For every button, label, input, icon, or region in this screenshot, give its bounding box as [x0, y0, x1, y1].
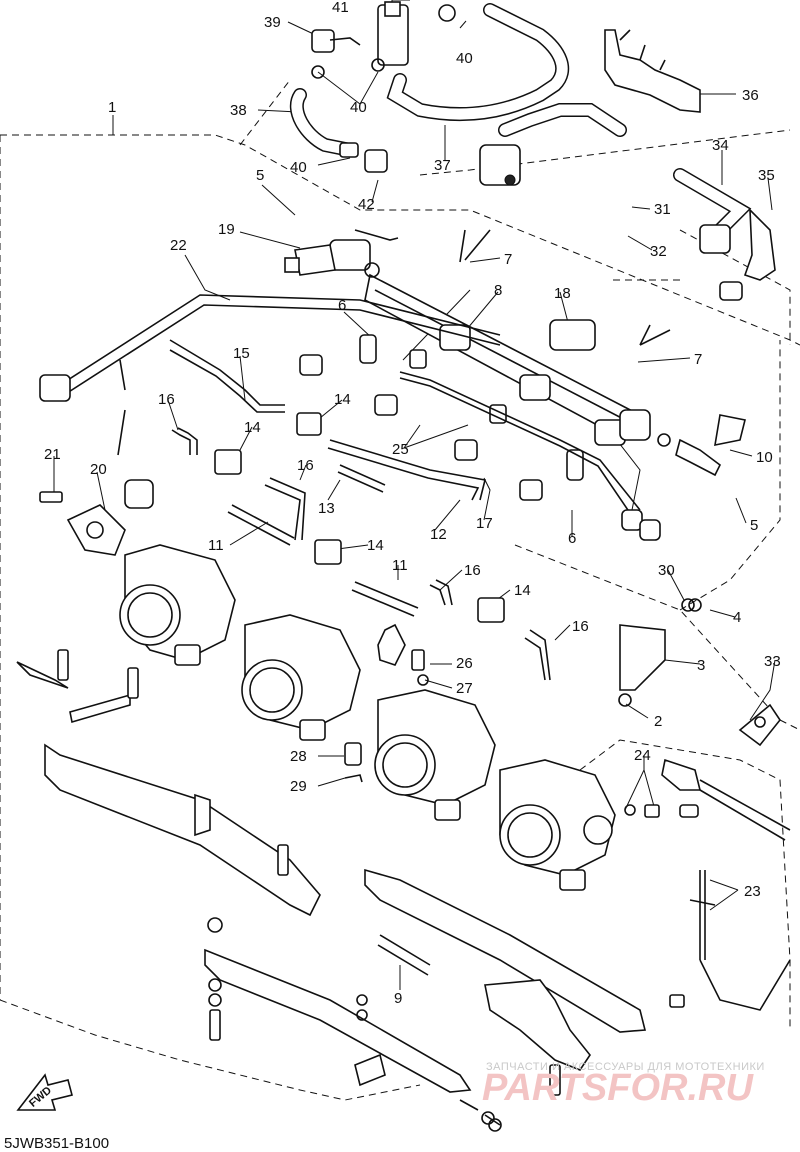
callout: 22 — [170, 237, 187, 254]
callout: 37 — [434, 157, 451, 174]
hose-bracket — [604, 29, 701, 113]
fuel-hose-34 — [673, 168, 776, 301]
callout: 25 — [392, 441, 409, 458]
assembly-boundary — [0, 79, 800, 1101]
callout: 7 — [694, 351, 702, 368]
callout: 7 — [504, 251, 512, 268]
callout: 6 — [568, 530, 576, 547]
callout: 16 — [464, 562, 481, 579]
callout: 11 — [208, 537, 224, 554]
callout: 14 — [367, 537, 384, 554]
callout: 4 — [733, 609, 741, 626]
callout: 39 — [264, 14, 281, 31]
callout: 11 — [392, 557, 408, 574]
leader-lines — [53, 0, 776, 990]
callout: 31 — [654, 201, 671, 218]
callout: 26 — [456, 655, 473, 672]
callout: 8 — [494, 282, 502, 299]
callout: 35 — [758, 167, 775, 184]
callout: 27 — [456, 680, 473, 697]
callout: 5 — [750, 517, 758, 534]
fwd-arrow-icon: FWD — [16, 1073, 73, 1111]
injectors — [117, 349, 661, 541]
small-parts — [344, 598, 791, 1011]
callout: 9 — [394, 990, 402, 1007]
callout: 40 — [290, 159, 307, 176]
callout: 1 — [108, 99, 116, 116]
callout: 32 — [650, 243, 667, 260]
throttle-bodies — [119, 544, 616, 891]
callout: 33 — [764, 653, 781, 670]
hoses-top — [289, 1, 627, 186]
vacuum-hoses — [171, 412, 551, 681]
fuel-rail-assembly — [284, 229, 746, 481]
callout: 40 — [350, 99, 367, 116]
callout: 21 — [44, 446, 61, 463]
callout: 40 — [456, 50, 473, 67]
callout: 38 — [230, 102, 247, 119]
throttle-position-sensor — [39, 491, 126, 556]
callout: 28 — [290, 748, 307, 765]
callout-numbers: 1 2 3 4 5 5 6 6 7 7 8 9 10 11 11 12 13 1… — [44, 0, 781, 1007]
callout: 17 — [476, 515, 493, 532]
callout: 14 — [334, 391, 351, 408]
callout: 23 — [744, 883, 761, 900]
callout: 24 — [634, 747, 651, 764]
callout: 14 — [514, 582, 531, 599]
callout: 42 — [358, 196, 375, 213]
callout: 16 — [572, 618, 589, 635]
diagram-code: 5JWB351-B100 — [4, 1135, 109, 1152]
callout: 14 — [244, 419, 261, 436]
callout: 13 — [318, 500, 335, 517]
callout: 41 — [332, 0, 349, 16]
callout: 34 — [712, 137, 729, 154]
callout: 16 — [297, 457, 314, 474]
callout: 16 — [158, 391, 175, 408]
callout: 2 — [654, 713, 662, 730]
callout: 15 — [233, 345, 250, 362]
callout: 29 — [290, 778, 307, 795]
fuel-pipe-22 — [39, 294, 501, 413]
callout: 6 — [338, 297, 346, 314]
callout: 19 — [218, 221, 235, 238]
callout: 20 — [90, 461, 107, 478]
callout: 36 — [742, 87, 759, 104]
watermark-logo: PARTSFOR.RU — [482, 1067, 754, 1109]
callout: 3 — [697, 657, 705, 674]
callout: 30 — [658, 562, 675, 579]
callout: 18 — [554, 285, 571, 302]
mounting-rails — [16, 649, 685, 1132]
watermark: ЗАПЧАСТИ И АКСЕССУАРЫ ДЛЯ МОТОТЕХНИКИ PA… — [482, 1061, 765, 1109]
callout: 10 — [756, 449, 773, 466]
callout: 12 — [430, 526, 447, 543]
watermark-tagline: ЗАПЧАСТИ И АКСЕССУАРЫ ДЛЯ МОТОТЕХНИКИ — [486, 1061, 765, 1073]
callout: 5 — [256, 167, 264, 184]
